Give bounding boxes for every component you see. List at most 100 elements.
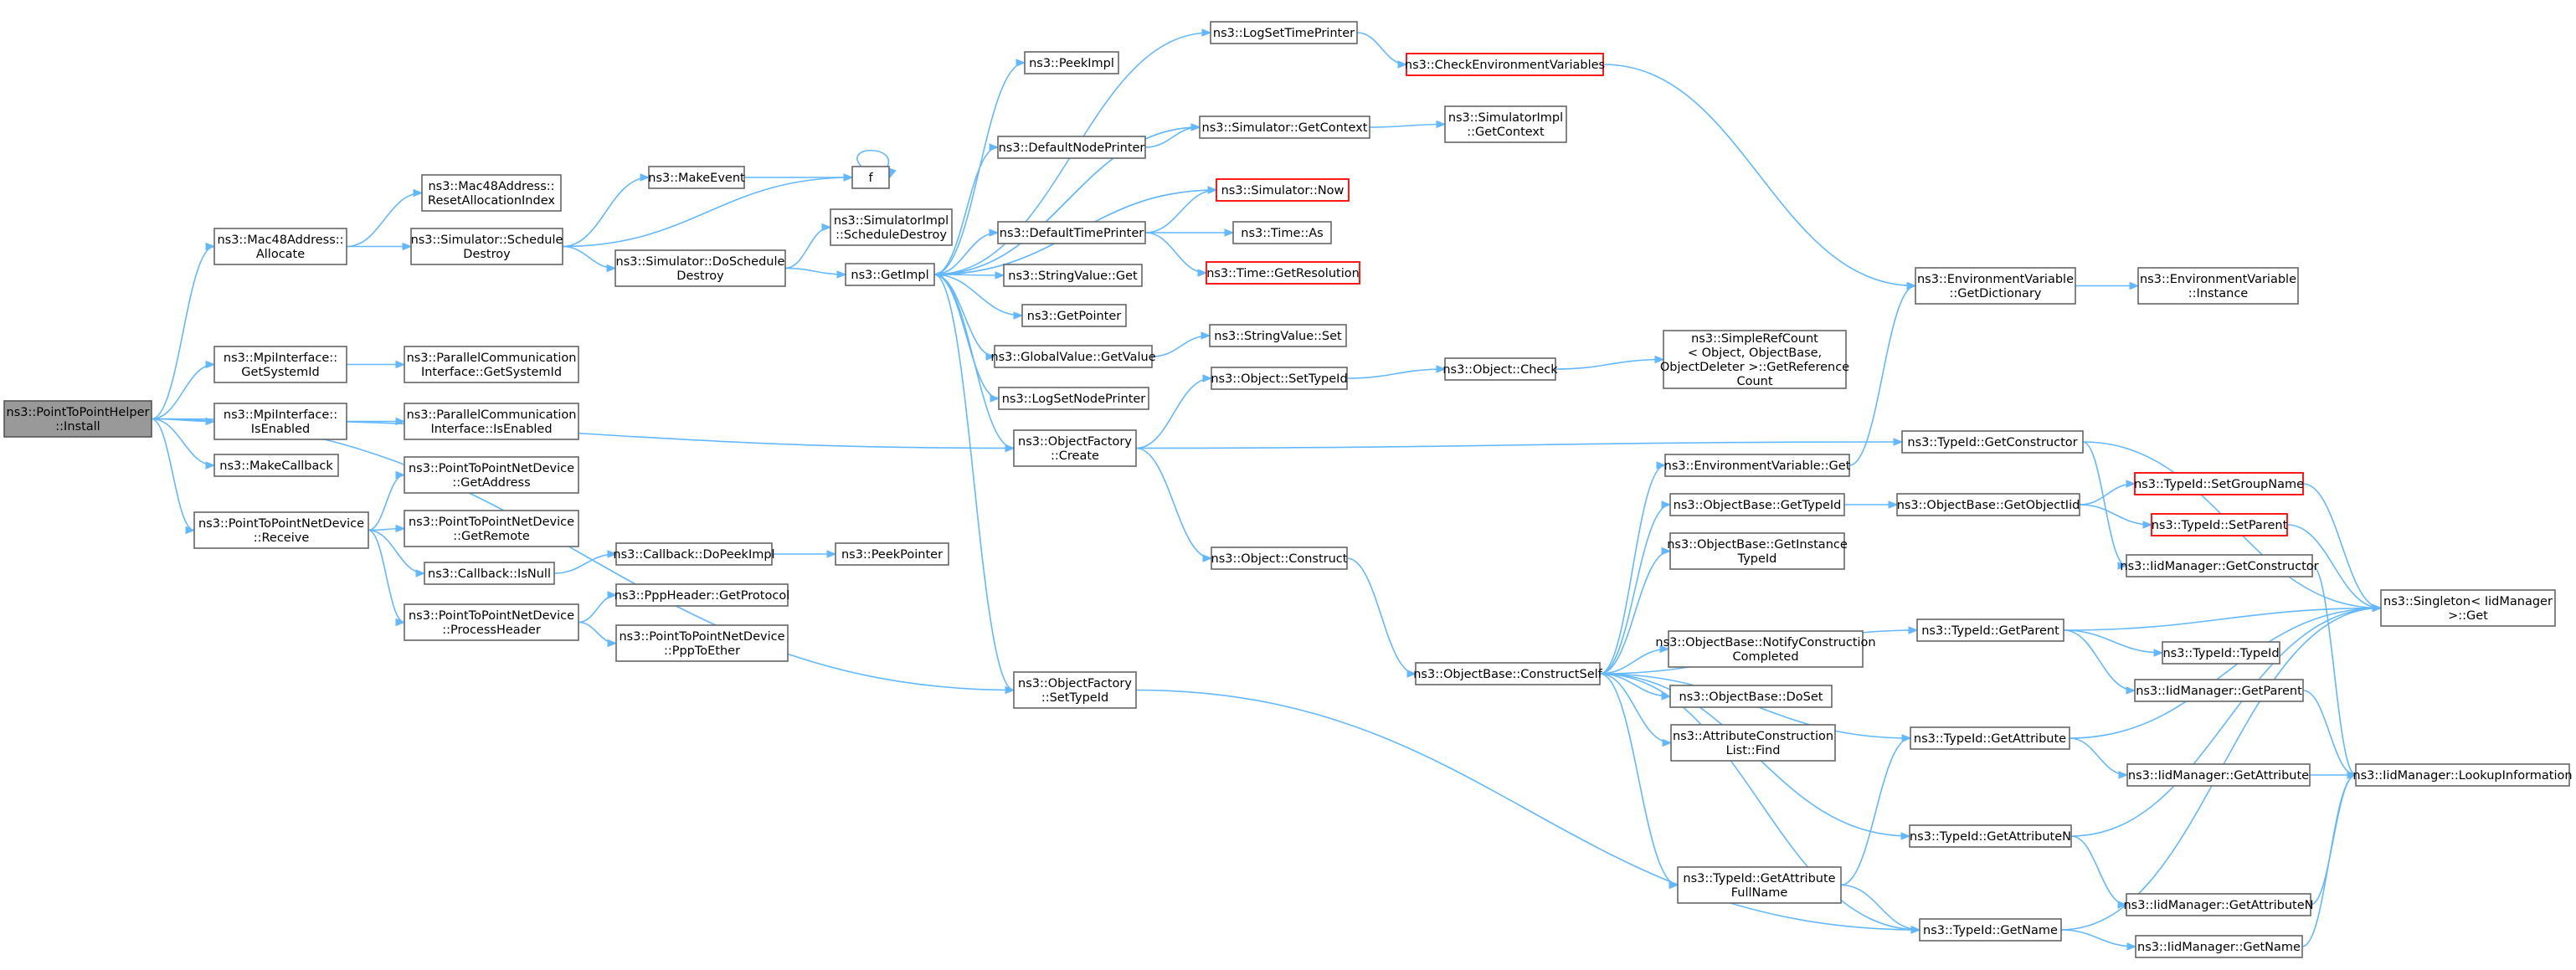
node-string-value-set[interactable]: ns3::StringValue::Set bbox=[1209, 324, 1347, 347]
node-global-value-get-value[interactable]: ns3::GlobalValue::GetValue bbox=[990, 345, 1156, 368]
node-simple-ref-count[interactable]: ns3::SimpleRefCount< Object, ObjectBase,… bbox=[1660, 330, 1849, 389]
node-env-instance[interactable]: ns3::EnvironmentVariable::Instance bbox=[2137, 267, 2299, 305]
node-log-set-time-printer[interactable]: ns3::LogSetTimePrinter bbox=[1210, 21, 1358, 44]
node-obj-construct[interactable]: ns3::Object::Construct bbox=[1211, 547, 1348, 570]
node-f[interactable]: f bbox=[851, 166, 890, 189]
node-type-id-set-group-name[interactable]: ns3::TypeId::SetGroupName bbox=[2134, 472, 2304, 495]
node-check-env[interactable]: ns3::CheckEnvironmentVariables bbox=[1405, 53, 1605, 76]
node-get-impl[interactable]: ns3::GetImpl bbox=[845, 263, 935, 286]
node-type-id-set-parent[interactable]: ns3::TypeId::SetParent bbox=[2151, 513, 2288, 536]
node-make-event[interactable]: ns3::MakeEvent bbox=[648, 166, 745, 189]
node-box bbox=[1206, 261, 1360, 285]
node-ob-construct-self[interactable]: ns3::ObjectBase::ConstructSelf bbox=[1413, 662, 1603, 685]
node-sim-now[interactable]: ns3::Simulator::Now bbox=[1216, 178, 1350, 202]
node-iid-get-attribute[interactable]: ns3::IidManager::GetAttribute bbox=[2126, 763, 2311, 787]
node-env-get[interactable]: ns3::EnvironmentVariable::Get bbox=[1664, 454, 1851, 477]
node-ptp-process-header[interactable]: ns3::PointToPointNetDevice::ProcessHeade… bbox=[404, 603, 579, 641]
node-label: ::Install bbox=[55, 420, 100, 434]
node-label: ns3::LogSetNodePrinter bbox=[1002, 393, 1146, 406]
node-of-set-type-id[interactable]: ns3::ObjectFactory::SetTypeId bbox=[1013, 671, 1137, 709]
node-sim-impl-sched-destroy[interactable]: ns3::SimulatorImpl::ScheduleDestroy bbox=[830, 208, 953, 246]
node-ob-get-type-id[interactable]: ns3::ObjectBase::GetTypeId bbox=[1669, 493, 1845, 516]
node-peek-pointer[interactable]: ns3::PeekPointer bbox=[835, 542, 949, 566]
node-iid-get-attribute-n[interactable]: ns3::IidManager::GetAttributeN bbox=[2123, 893, 2314, 916]
node-ptp-get-address[interactable]: ns3::PointToPointNetDevice::GetAddress bbox=[404, 456, 579, 494]
node-default-time-printer[interactable]: ns3::DefaultTimePrinter bbox=[997, 221, 1146, 244]
node-iid-get-name[interactable]: ns3::IidManager::GetName bbox=[2135, 935, 2303, 958]
node-ob-do-set[interactable]: ns3::ObjectBase::DoSet bbox=[1669, 685, 1833, 708]
node-sched-destroy[interactable]: ns3::Simulator::ScheduleDestroy bbox=[410, 228, 563, 265]
node-box bbox=[1210, 21, 1358, 44]
node-box bbox=[1216, 178, 1350, 202]
node-box bbox=[213, 403, 347, 440]
edge-iid-get-parent-to-iid-lookup-info bbox=[2302, 690, 2357, 779]
node-peek-impl[interactable]: ns3::PeekImpl bbox=[1024, 51, 1119, 74]
node-label: ns3::Object::Check bbox=[1442, 363, 1558, 377]
node-ob-notify-constr[interactable]: ns3::ObjectBase::NotifyConstructionCompl… bbox=[1655, 630, 1876, 668]
node-label: Completed bbox=[1732, 650, 1798, 664]
edge-sim-get-context-to-sim-impl-get-context bbox=[1369, 120, 1447, 129]
node-sim-impl-get-context[interactable]: ns3::SimulatorImpl::GetContext bbox=[1444, 105, 1567, 143]
node-box bbox=[2135, 935, 2303, 958]
node-make-callback[interactable]: ns3::MakeCallback bbox=[213, 454, 339, 477]
edge-mac48alloc-to-sched-destroy bbox=[347, 242, 413, 251]
node-time-as[interactable]: ns3::Time::As bbox=[1232, 221, 1332, 244]
node-type-id-get-parent[interactable]: ns3::TypeId::GetParent bbox=[1916, 618, 2064, 642]
edge-ob-construct-self-to-type-id-get-attr-full-name bbox=[1599, 673, 1679, 890]
node-mpi-get-sys-id[interactable]: ns3::MpiInterface::GetSystemId bbox=[213, 346, 347, 383]
node-iid-get-parent[interactable]: ns3::IidManager::GetParent bbox=[2134, 679, 2304, 702]
node-obj-set-type-id[interactable]: ns3::Object::SetTypeId bbox=[1211, 367, 1348, 390]
node-iid-get-constructor[interactable]: ns3::IidManager::GetConstructor bbox=[2120, 554, 2319, 577]
node-env-get-dict[interactable]: ns3::EnvironmentVariable::GetDictionary bbox=[1915, 267, 2076, 305]
node-type-id-get-name[interactable]: ns3::TypeId::GetName bbox=[1919, 918, 2062, 942]
node-label: ns3::IidManager::LookupInformation bbox=[2352, 769, 2572, 783]
node-of-create[interactable]: ns3::ObjectFactory::Create bbox=[1013, 429, 1137, 467]
node-label: ns3::ObjectBase::NotifyConstruction bbox=[1655, 636, 1875, 649]
node-pc-get-sys-id[interactable]: ns3::ParallelCommunicationInterface::Get… bbox=[404, 346, 579, 383]
edge-do-sched-destroy-to-get-impl bbox=[784, 267, 847, 279]
node-box bbox=[1909, 824, 2072, 848]
node-root[interactable]: ns3::PointToPointHelper::Install bbox=[3, 400, 152, 438]
node-singleton-get[interactable]: ns3::Singleton< IidManager>::Get bbox=[2380, 589, 2556, 627]
node-pc-is-enabled[interactable]: ns3::ParallelCommunicationInterface::IsE… bbox=[404, 403, 579, 440]
node-default-node-printer[interactable]: ns3::DefaultNodePrinter bbox=[997, 136, 1146, 159]
node-label: ns3::TypeId::GetConstructor bbox=[1907, 436, 2077, 449]
node-type-id-get-attribute-n[interactable]: ns3::TypeId::GetAttributeN bbox=[1909, 824, 2072, 848]
edge-type-id-get-attribute-to-iid-get-attribute bbox=[2069, 737, 2129, 779]
edge-ob-construct-self-to-env-get bbox=[1599, 461, 1667, 675]
node-ppp-get-protocol[interactable]: ns3::PppHeader::GetProtocol bbox=[614, 583, 789, 607]
node-box bbox=[994, 345, 1153, 368]
node-box bbox=[1915, 267, 2076, 305]
edge-of-create-to-obj-set-type-id bbox=[1135, 374, 1213, 449]
node-sim-get-context[interactable]: ns3::Simulator::GetContext bbox=[1199, 115, 1370, 139]
node-mpi-is-enabled[interactable]: ns3::MpiInterface::IsEnabled bbox=[213, 403, 347, 440]
node-mac48alloc[interactable]: ns3::Mac48Address::Allocate bbox=[213, 228, 347, 265]
node-string-value-get[interactable]: ns3::StringValue::Get bbox=[1003, 264, 1143, 287]
node-ptp-ppp-to-ether[interactable]: ns3::PointToPointNetDevice::PppToEther bbox=[615, 624, 789, 662]
node-box bbox=[2137, 267, 2299, 305]
node-type-id-type-id[interactable]: ns3::TypeId::TypeId bbox=[2162, 641, 2280, 665]
edge-ptp-process-header-to-ptp-ppp-to-ether bbox=[578, 621, 618, 648]
node-iid-lookup-info[interactable]: ns3::IidManager::LookupInformation bbox=[2352, 763, 2573, 787]
node-box bbox=[1199, 115, 1370, 139]
node-type-id-get-constructor[interactable]: ns3::TypeId::GetConstructor bbox=[1901, 430, 2084, 454]
node-cb-do-peek-impl[interactable]: ns3::Callback::DoPeekImpl bbox=[613, 542, 775, 566]
node-ptp-get-remote[interactable]: ns3::PointToPointNetDevice::GetRemote bbox=[404, 510, 579, 547]
node-type-id-get-attribute[interactable]: ns3::TypeId::GetAttribute bbox=[1910, 726, 2070, 750]
node-label: ::SetTypeId bbox=[1041, 691, 1108, 705]
node-ob-get-object-iid[interactable]: ns3::ObjectBase::GetObjectIid bbox=[1896, 493, 2080, 516]
node-obj-check[interactable]: ns3::Object::Check bbox=[1442, 357, 1558, 381]
node-ptp-receive[interactable]: ns3::PointToPointNetDevice::Receive bbox=[193, 511, 369, 549]
node-log-set-node-printer[interactable]: ns3::LogSetNodePrinter bbox=[998, 387, 1149, 410]
node-label: ns3::SimulatorImpl bbox=[1448, 111, 1563, 125]
node-get-pointer[interactable]: ns3::GetPointer bbox=[1021, 304, 1127, 327]
node-cb-is-null[interactable]: ns3::Callback::IsNull bbox=[424, 562, 555, 585]
edge-ptp-receive-to-cb-is-null bbox=[368, 529, 426, 577]
node-mac48reset[interactable]: ns3::Mac48Address::ResetAllocationIndex bbox=[421, 174, 562, 212]
node-time-get-res[interactable]: ns3::Time::GetResolution bbox=[1206, 261, 1360, 285]
node-label: ns3::CheckEnvironmentVariables bbox=[1405, 59, 1605, 72]
